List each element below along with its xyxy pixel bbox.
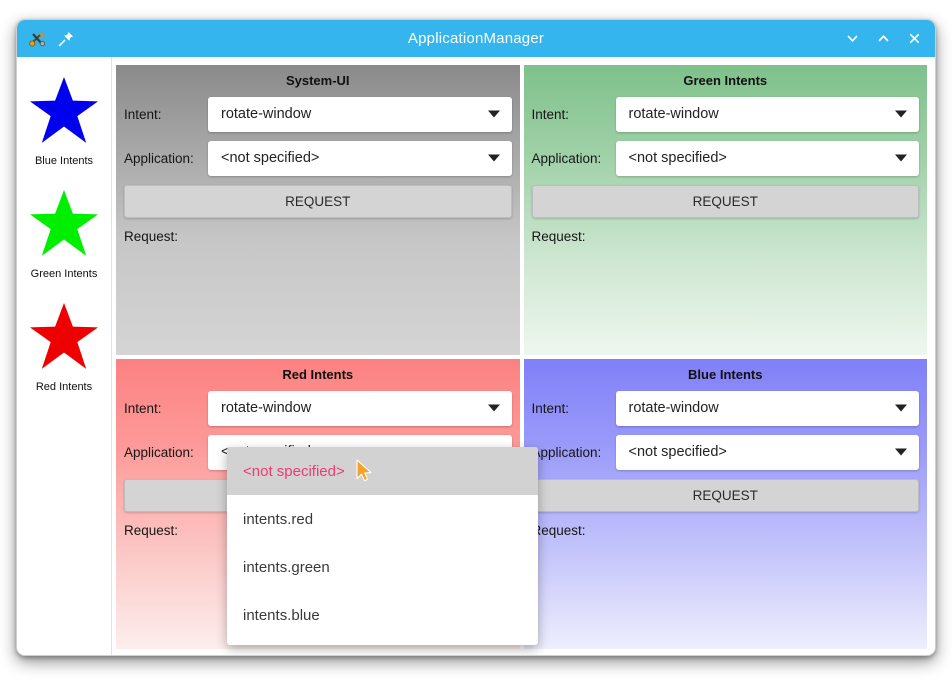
panel-title: System-UI <box>285 73 350 88</box>
dropdown-option-intents-blue[interactable]: intents.blue <box>227 591 538 639</box>
intent-select[interactable]: rotate-window <box>615 96 919 132</box>
close-button[interactable] <box>906 30 923 47</box>
dropdown-option-label: intents.blue <box>243 606 320 624</box>
dropdown-option-label: <not specified> <box>243 462 345 480</box>
application-value: <not specified> <box>628 444 727 461</box>
application-window: ApplicationManager <box>16 19 936 656</box>
sidebar-item-blue-intents[interactable]: Blue Intents <box>21 74 107 169</box>
dropdown-option-label: intents.red <box>243 510 314 528</box>
pin-icon[interactable] <box>57 30 75 48</box>
request-result-label: Request: <box>531 522 586 538</box>
sidebar-item-red-intents[interactable]: Red Intents <box>21 300 107 395</box>
request-result-label: Request: <box>124 522 179 538</box>
application-label: Application: <box>531 150 602 166</box>
star-icon <box>27 300 101 374</box>
panel-title: Red Intents <box>282 367 354 382</box>
intent-row: Intent: rotate-window <box>531 96 919 132</box>
chevron-down-icon <box>487 154 500 162</box>
star-icon <box>27 187 101 261</box>
mouse-cursor <box>355 459 375 483</box>
panel-blue-intents: Blue Intents Intent: rotate-window Appli… <box>523 359 927 649</box>
panel-green-intents: Green Intents Intent: rotate-window Appl… <box>523 65 927 355</box>
application-row: Application: <not specified> <box>531 434 919 470</box>
intent-value: rotate-window <box>221 106 312 123</box>
application-row: Application: <not specified> <box>531 140 919 176</box>
intent-label: Intent: <box>531 106 570 122</box>
intent-label: Intent: <box>124 400 162 416</box>
application-row: Application: <not specified> <box>124 140 512 176</box>
sidebar: Blue Intents Green Intents Red Intents <box>17 57 112 655</box>
app-icon[interactable] <box>29 29 47 48</box>
application-value: <not specified> <box>221 150 320 167</box>
star-icon <box>27 74 101 148</box>
intent-row: Intent: rotate-window <box>124 390 512 426</box>
intent-select[interactable]: rotate-window <box>208 390 512 426</box>
dropdown-option-intents-red[interactable]: intents.red <box>227 495 538 543</box>
intent-value: rotate-window <box>221 400 312 417</box>
window-title: ApplicationManager <box>407 30 545 47</box>
application-value: <not specified> <box>628 150 727 167</box>
panel-title: Blue Intents <box>688 367 763 382</box>
chevron-down-icon <box>487 110 500 118</box>
chevron-down-icon <box>895 448 907 456</box>
intent-row: Intent: rotate-window <box>124 96 512 132</box>
request-button[interactable]: REQUEST <box>531 478 919 512</box>
dropdown-option-not-specified[interactable]: <not specified> <box>227 447 538 495</box>
dropdown-option-intents-green[interactable]: intents.green <box>227 543 538 591</box>
request-button[interactable]: REQUEST <box>124 184 512 218</box>
sidebar-item-label: Green Intents <box>30 268 98 281</box>
chevron-down-icon <box>895 404 907 412</box>
intent-label: Intent: <box>531 400 570 416</box>
intent-value: rotate-window <box>628 400 719 417</box>
intent-label: Intent: <box>124 106 162 122</box>
chevron-down-icon <box>895 154 907 162</box>
panel-system-ui: System-UI Intent: rotate-window Applicat… <box>116 65 520 355</box>
request-button[interactable]: REQUEST <box>531 184 919 218</box>
title-bar[interactable]: ApplicationManager <box>17 20 935 57</box>
chevron-down-icon <box>487 404 500 412</box>
application-dropdown-menu[interactable]: <not specified> intents.red intents.gree… <box>227 447 538 645</box>
maximize-button[interactable] <box>875 30 892 47</box>
application-label: Application: <box>124 150 194 166</box>
application-select[interactable]: <not specified> <box>615 140 919 176</box>
panel-title: Green Intents <box>683 73 768 88</box>
request-result-label: Request: <box>531 228 586 244</box>
application-select[interactable]: <not specified> <box>208 140 512 176</box>
application-label: Application: <box>531 444 602 460</box>
dropdown-option-label: intents.green <box>243 558 330 576</box>
window-controls <box>844 30 923 47</box>
intent-value: rotate-window <box>628 106 719 123</box>
intent-select[interactable]: rotate-window <box>615 390 919 426</box>
sidebar-item-green-intents[interactable]: Green Intents <box>21 187 107 282</box>
sidebar-item-label: Blue Intents <box>34 155 94 167</box>
application-select[interactable]: <not specified> <box>615 434 919 470</box>
titlebar-icons <box>29 29 75 48</box>
intent-select[interactable]: rotate-window <box>208 96 512 132</box>
minimize-button[interactable] <box>844 30 861 47</box>
chevron-down-icon <box>895 110 907 118</box>
intent-row: Intent: rotate-window <box>531 390 919 426</box>
application-label: Application: <box>124 444 194 460</box>
request-result-label: Request: <box>124 228 179 244</box>
sidebar-item-label: Red Intents <box>35 381 93 394</box>
